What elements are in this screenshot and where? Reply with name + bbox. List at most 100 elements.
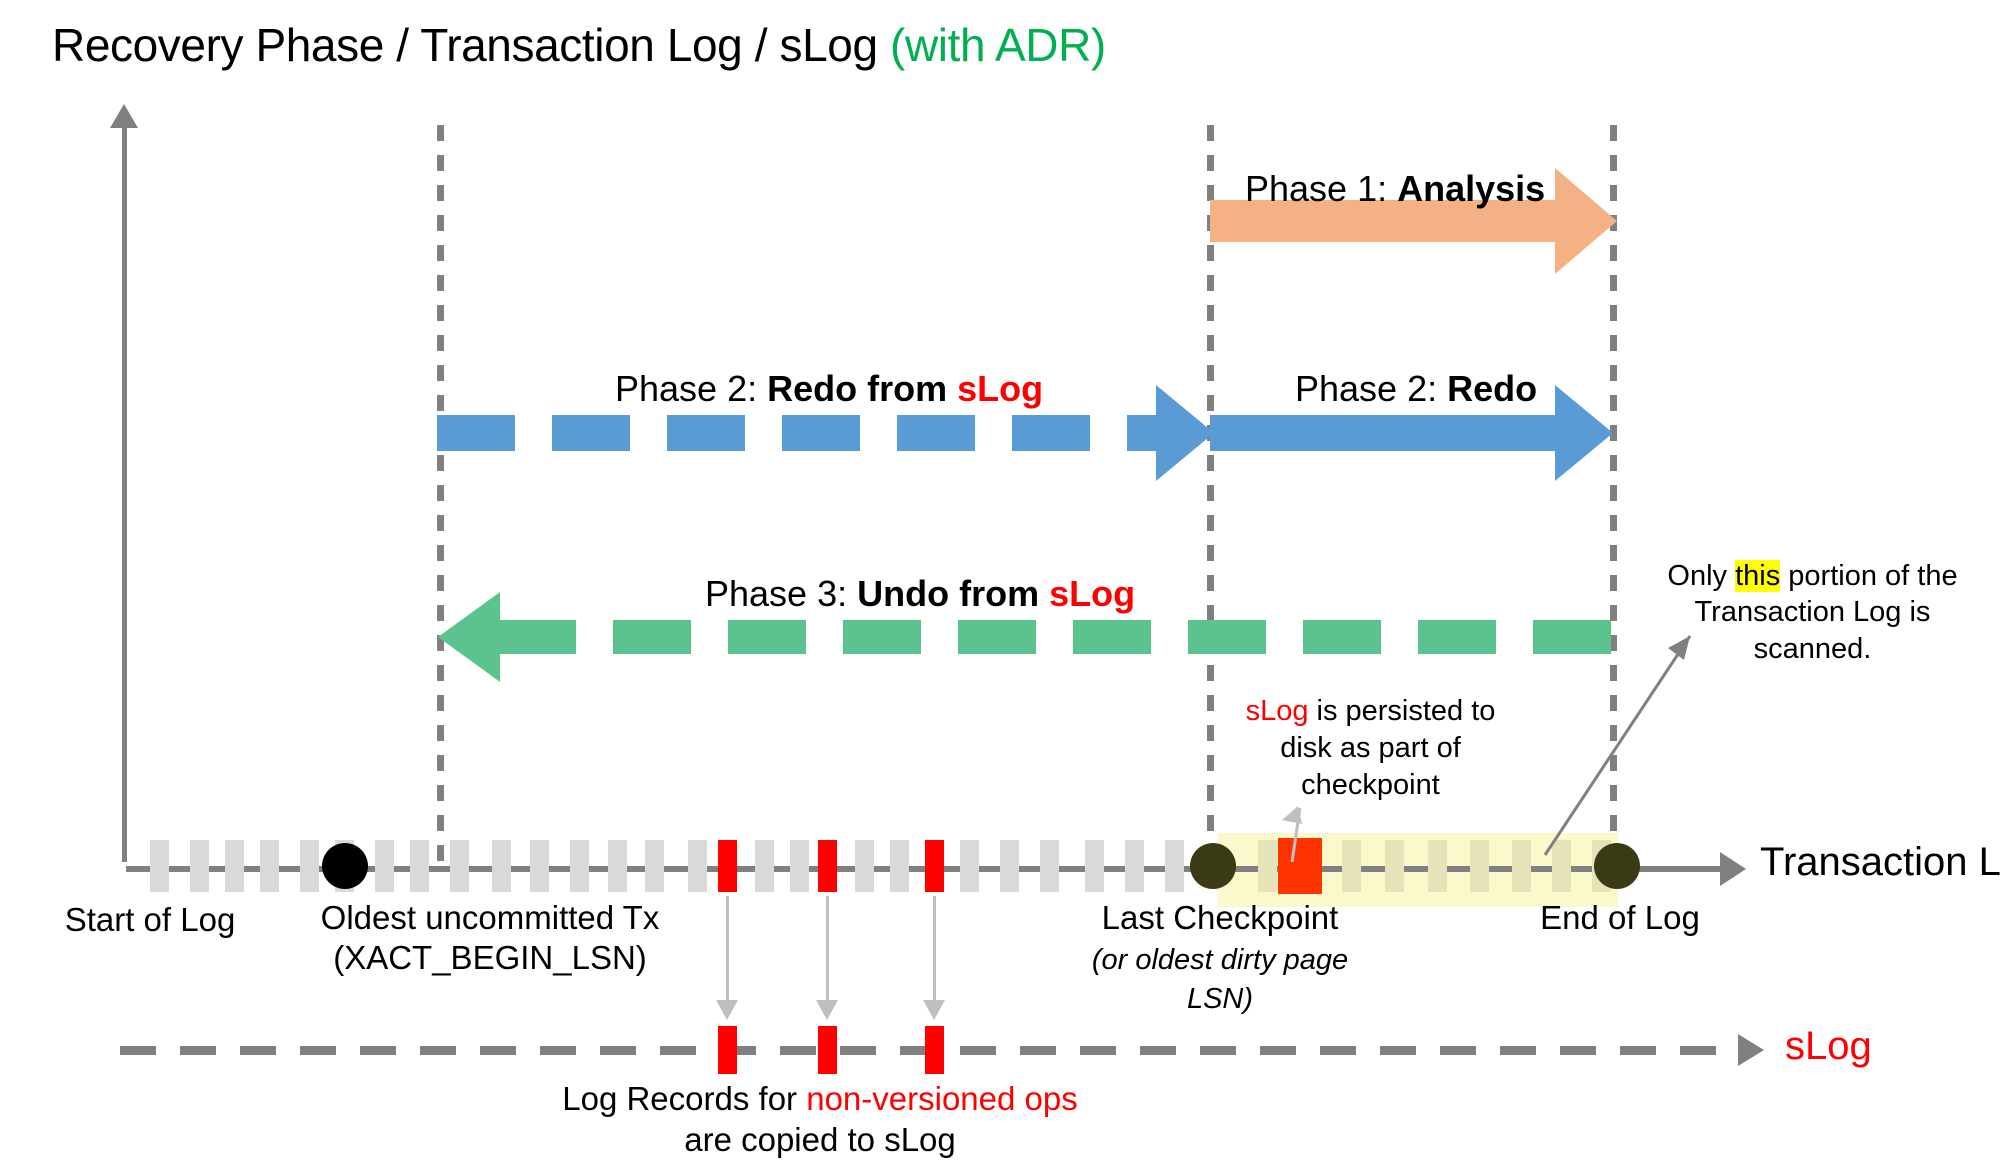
slog-caption-line1-a: Log Records for <box>562 1080 807 1117</box>
copy-arrow-line-2 <box>826 896 829 1006</box>
log-record-tick-nonversioned <box>718 840 737 892</box>
phase-2-redo-label: Phase 2: Redo <box>1295 368 1537 410</box>
copy-arrow-head-2-icon <box>816 1000 838 1020</box>
leader-arrowhead-checkpoint-slog <box>1282 806 1302 824</box>
slog-caption-line2: are copied to sLog <box>684 1121 956 1159</box>
slog-record-tick <box>718 1026 737 1074</box>
phase-2-redo-from-slog-arrowhead-icon <box>1156 385 1214 481</box>
title-adr-suffix: (with ADR) <box>890 19 1106 71</box>
scan-note-highlight-this: this <box>1735 560 1781 592</box>
log-record-tick <box>890 840 909 892</box>
phase-3-name: Undo from <box>857 573 1050 614</box>
ckpt-note-slog-accent: sLog <box>1245 695 1309 727</box>
log-record-tick <box>1000 840 1019 892</box>
log-record-tick <box>1258 840 1277 892</box>
scanned-portion-note: Only this portion of the Transaction Log… <box>1640 558 1985 667</box>
log-record-tick-checkpoint-slog <box>1278 838 1322 894</box>
log-record-tick <box>755 840 774 892</box>
log-record-tick <box>855 840 874 892</box>
scan-note-line2: Transaction Log is scanned. <box>1694 596 1931 665</box>
log-record-tick <box>300 840 319 892</box>
phase-2-redo-from-slog-dashed-bar <box>437 415 1162 451</box>
ckpt-note-line1: is persisted to <box>1308 695 1496 727</box>
phase-1-name: Analysis <box>1397 168 1546 209</box>
log-record-tick <box>1040 840 1059 892</box>
copy-arrow-head-3-icon <box>923 1000 945 1020</box>
log-record-tick <box>1470 840 1489 892</box>
log-record-tick <box>1085 840 1104 892</box>
log-record-tick <box>790 840 809 892</box>
log-record-tick <box>375 840 394 892</box>
phase-2-redo-arrowhead-icon <box>1555 385 1613 481</box>
log-record-tick <box>225 840 244 892</box>
label-last-checkpoint: Last Checkpoint (or oldest dirty page LS… <box>1050 898 1390 1017</box>
label-start-of-log: Start of Log <box>64 901 236 938</box>
slog-caption: Log Records for non-versioned ops are co… <box>530 1078 1110 1161</box>
log-record-tick <box>570 840 589 892</box>
label-end-of-log: End of Log <box>1540 899 1700 936</box>
label-last-checkpoint-line1: Last Checkpoint <box>1101 899 1339 936</box>
phase-1-analysis-arrow-bar <box>1210 200 1560 242</box>
copy-arrow-line-3 <box>933 896 936 1006</box>
label-last-checkpoint-line3: LSN) <box>1186 983 1254 1016</box>
phase-3-slog-accent: sLog <box>1049 573 1136 614</box>
slog-checkpoint-note: sLog is persisted to disk as part of che… <box>1228 693 1513 804</box>
label-last-checkpoint-line2: (or oldest dirty page <box>1091 943 1349 976</box>
log-record-tick <box>1428 840 1447 892</box>
phase-1-analysis-label: Phase 1: Analysis <box>1245 168 1545 210</box>
copy-arrow-line-1 <box>726 896 729 1006</box>
phase-2a-prefix: Phase 2: <box>615 368 768 409</box>
log-record-tick <box>1512 840 1531 892</box>
log-record-tick <box>1165 840 1184 892</box>
phase-2-redo-arrow-bar <box>1210 415 1560 451</box>
leader-line-scanned-portion <box>1543 635 1692 856</box>
transaction-log-axis-label: Transaction Log <box>1760 840 2001 884</box>
slog-axis-label: sLog <box>1785 1024 1872 1068</box>
log-record-tick <box>645 840 664 892</box>
ckpt-note-line2: disk as part of <box>1280 732 1461 765</box>
log-record-tick <box>492 840 511 892</box>
ckpt-note-line3: checkpoint <box>1301 769 1440 802</box>
log-record-tick <box>190 840 209 892</box>
guide-line-end-of-log <box>1610 125 1617 865</box>
phase-2b-prefix: Phase 2: <box>1295 368 1448 409</box>
marker-dot-last-checkpoint <box>1190 843 1236 889</box>
y-axis-line <box>122 122 127 862</box>
scan-note-line1-a: Only <box>1667 560 1736 592</box>
slog-record-tick <box>925 1026 944 1074</box>
log-record-tick <box>150 840 169 892</box>
page-title: Recovery Phase / Transaction Log / sLog … <box>52 18 1106 72</box>
log-record-tick <box>608 840 627 892</box>
log-record-tick-nonversioned <box>818 840 837 892</box>
log-record-tick <box>410 840 429 892</box>
phase-3-undo-from-slog-dashed-bar <box>498 620 1616 654</box>
phase-1-analysis-arrowhead-icon <box>1555 168 1617 274</box>
label-oldest-tx-line1: Oldest uncommitted Tx <box>320 899 660 936</box>
phase-2-redo-from-slog-label: Phase 2: Redo from sLog <box>615 368 1043 410</box>
label-oldest-tx-line2: (XACT_BEGIN_LSN) <box>333 938 647 976</box>
copy-arrow-head-1-icon <box>716 1000 738 1020</box>
label-oldest-uncommitted-tx: Oldest uncommitted Tx (XACT_BEGIN_LSN) <box>280 898 700 977</box>
log-record-tick <box>1342 840 1361 892</box>
slog-axis-arrowhead-icon <box>1738 1034 1764 1066</box>
slog-caption-nonversioned-accent: non-versioned ops <box>806 1080 1078 1117</box>
phase-2b-name: Redo <box>1447 368 1538 409</box>
log-record-tick-nonversioned <box>925 840 944 892</box>
scan-note-line1-b: portion of the <box>1780 560 1958 592</box>
log-record-tick <box>1385 840 1404 892</box>
phase-3-undo-from-slog-arrowhead-icon <box>438 592 500 682</box>
phase-3-prefix: Phase 3: <box>705 573 858 614</box>
guide-line-oldest-tx <box>437 125 444 865</box>
log-record-tick <box>1552 840 1571 892</box>
transaction-log-axis-arrowhead-icon <box>1720 852 1746 886</box>
phase-1-prefix: Phase 1: <box>1245 168 1398 209</box>
phase-2a-name: Redo from <box>767 368 958 409</box>
phase-3-undo-from-slog-label: Phase 3: Undo from sLog <box>705 573 1135 615</box>
title-main: Recovery Phase / Transaction Log / sLog <box>52 19 891 71</box>
log-record-tick <box>960 840 979 892</box>
guide-line-last-checkpoint <box>1207 125 1214 865</box>
marker-dot-end-of-log <box>1594 843 1640 889</box>
log-record-tick <box>450 840 469 892</box>
log-record-tick <box>1125 840 1144 892</box>
y-axis-arrowhead-icon <box>110 104 138 128</box>
